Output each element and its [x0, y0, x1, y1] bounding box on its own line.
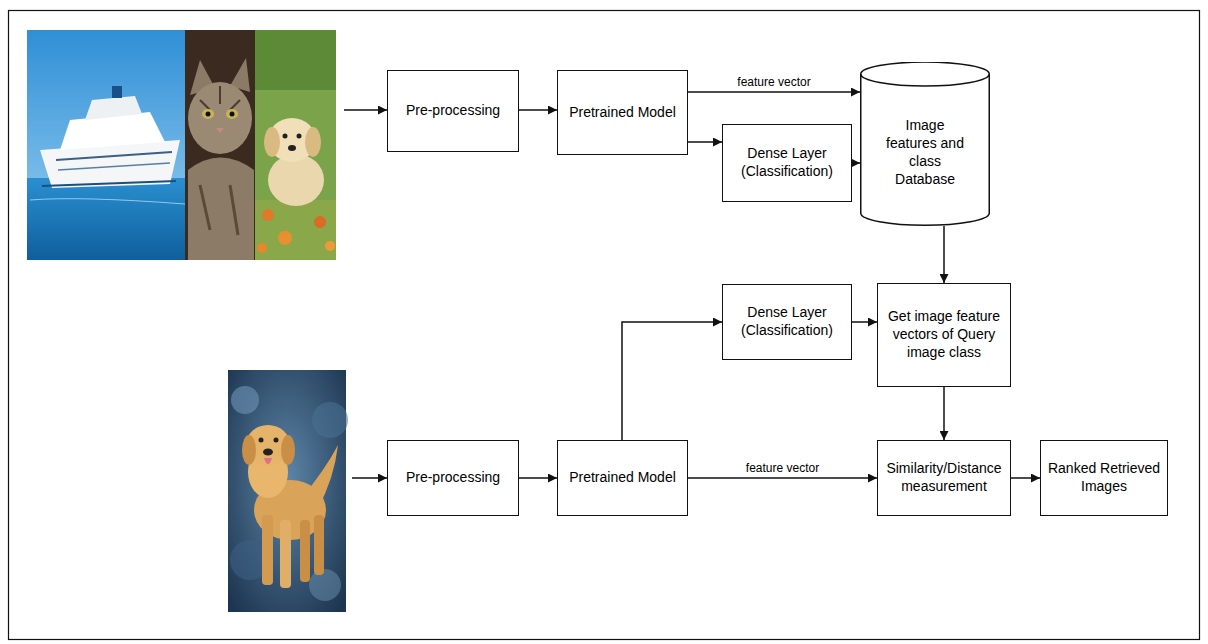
- input-arrow: [344, 109, 387, 111]
- arrow-connector: [519, 477, 557, 479]
- box-label: Pre-processing: [406, 102, 500, 120]
- process-box: Pre-processing: [387, 440, 519, 516]
- puppy-photo: [255, 30, 336, 260]
- arrow-connector: [519, 109, 557, 111]
- arrow-connector: [943, 226, 945, 283]
- arrow-connector: [943, 387, 945, 440]
- box-label: Pretrained Model: [569, 469, 676, 487]
- database-cylinder: Image features and class Database: [860, 62, 990, 226]
- process-box: Similarity/Distance measurement: [877, 440, 1011, 516]
- arrow-connector: [622, 322, 722, 440]
- box-label: Dense Layer (Classification): [728, 145, 846, 181]
- process-box: Pretrained Model: [557, 70, 688, 155]
- process-box: Dense Layer (Classification): [722, 124, 852, 202]
- arrow-connector: [688, 477, 877, 479]
- process-box: Dense Layer (Classification): [722, 284, 852, 360]
- input-arrow: [352, 477, 387, 479]
- arrow-connector: [852, 321, 877, 323]
- frame-border: [9, 11, 1200, 640]
- box-label: Get image feature vectors of Query image…: [883, 308, 1005, 362]
- box-label: Ranked Retrieved Images: [1046, 460, 1162, 496]
- box-label: Dense Layer (Classification): [728, 304, 846, 340]
- box-label: Image features and class Database: [879, 117, 971, 189]
- arrow-connector: [688, 91, 860, 93]
- process-box: Ranked Retrieved Images: [1040, 440, 1168, 516]
- edge-label: feature vector: [744, 461, 821, 475]
- ship-photo: [27, 30, 187, 260]
- process-box: Pre-processing: [387, 70, 519, 152]
- arrow-connector: [688, 141, 722, 143]
- box-label: Similarity/Distance measurement: [883, 460, 1005, 496]
- arrow-connector: [852, 162, 860, 164]
- box-label: Pretrained Model: [569, 104, 676, 122]
- cat-photo: [185, 30, 255, 260]
- query-dog-photo: [228, 370, 348, 612]
- box-label: Pre-processing: [406, 469, 500, 487]
- process-box: Get image feature vectors of Query image…: [877, 283, 1011, 387]
- arrow-connector: [1011, 477, 1040, 479]
- process-box: Pretrained Model: [557, 440, 688, 516]
- edge-label: feature vector: [735, 75, 812, 89]
